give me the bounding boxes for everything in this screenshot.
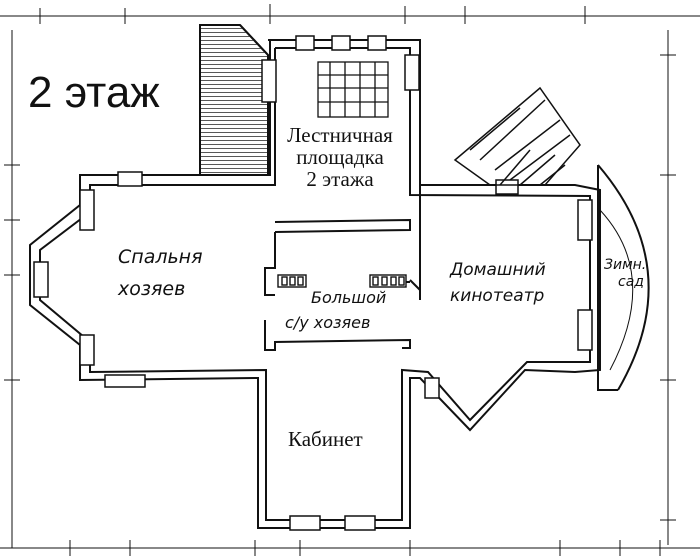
floor-title: 2 этаж	[28, 68, 160, 117]
winter-garden-label: Зимн. сад	[604, 258, 646, 289]
home-theater-line-2: кинотеатр	[450, 285, 545, 306]
master-bathroom-line-2: с/у хозяев	[285, 312, 371, 332]
winter-garden-wall	[597, 164, 650, 391]
master-bedroom-line-1: Спальня	[118, 246, 203, 268]
home-theater-line-1: Домашний	[450, 260, 546, 280]
study-label: Кабинет	[288, 427, 363, 451]
stair-landing-line-2: площадка	[296, 145, 384, 170]
interior-walls	[264, 185, 421, 351]
winter-garden-line-2: сад	[618, 273, 644, 290]
external-stair	[199, 24, 269, 176]
stair-landing-line-1: Лестничная	[287, 123, 393, 147]
stair-landing-label: Лестничная площадка 2 этажа	[277, 124, 403, 190]
master-bathroom-label: Большой с/у хозяев	[285, 288, 387, 332]
dimension-ticks	[4, 4, 676, 556]
home-theater-label: Домашний кинотеатр	[450, 260, 546, 306]
bathroom-fixtures	[277, 274, 407, 288]
master-bedroom-line-2: хозяев	[118, 277, 186, 300]
windows	[33, 35, 593, 531]
stair-landing-line-3: 2 этажа	[306, 167, 374, 192]
landing-stair	[317, 61, 389, 118]
master-bathroom-line-1: Большой	[311, 288, 387, 307]
winter-garden-line-1: Зимн.	[604, 257, 647, 273]
master-bedroom-label: Спальня хозяев	[118, 246, 203, 300]
spiral-stair	[453, 86, 581, 186]
dimension-frame	[0, 15, 700, 549]
